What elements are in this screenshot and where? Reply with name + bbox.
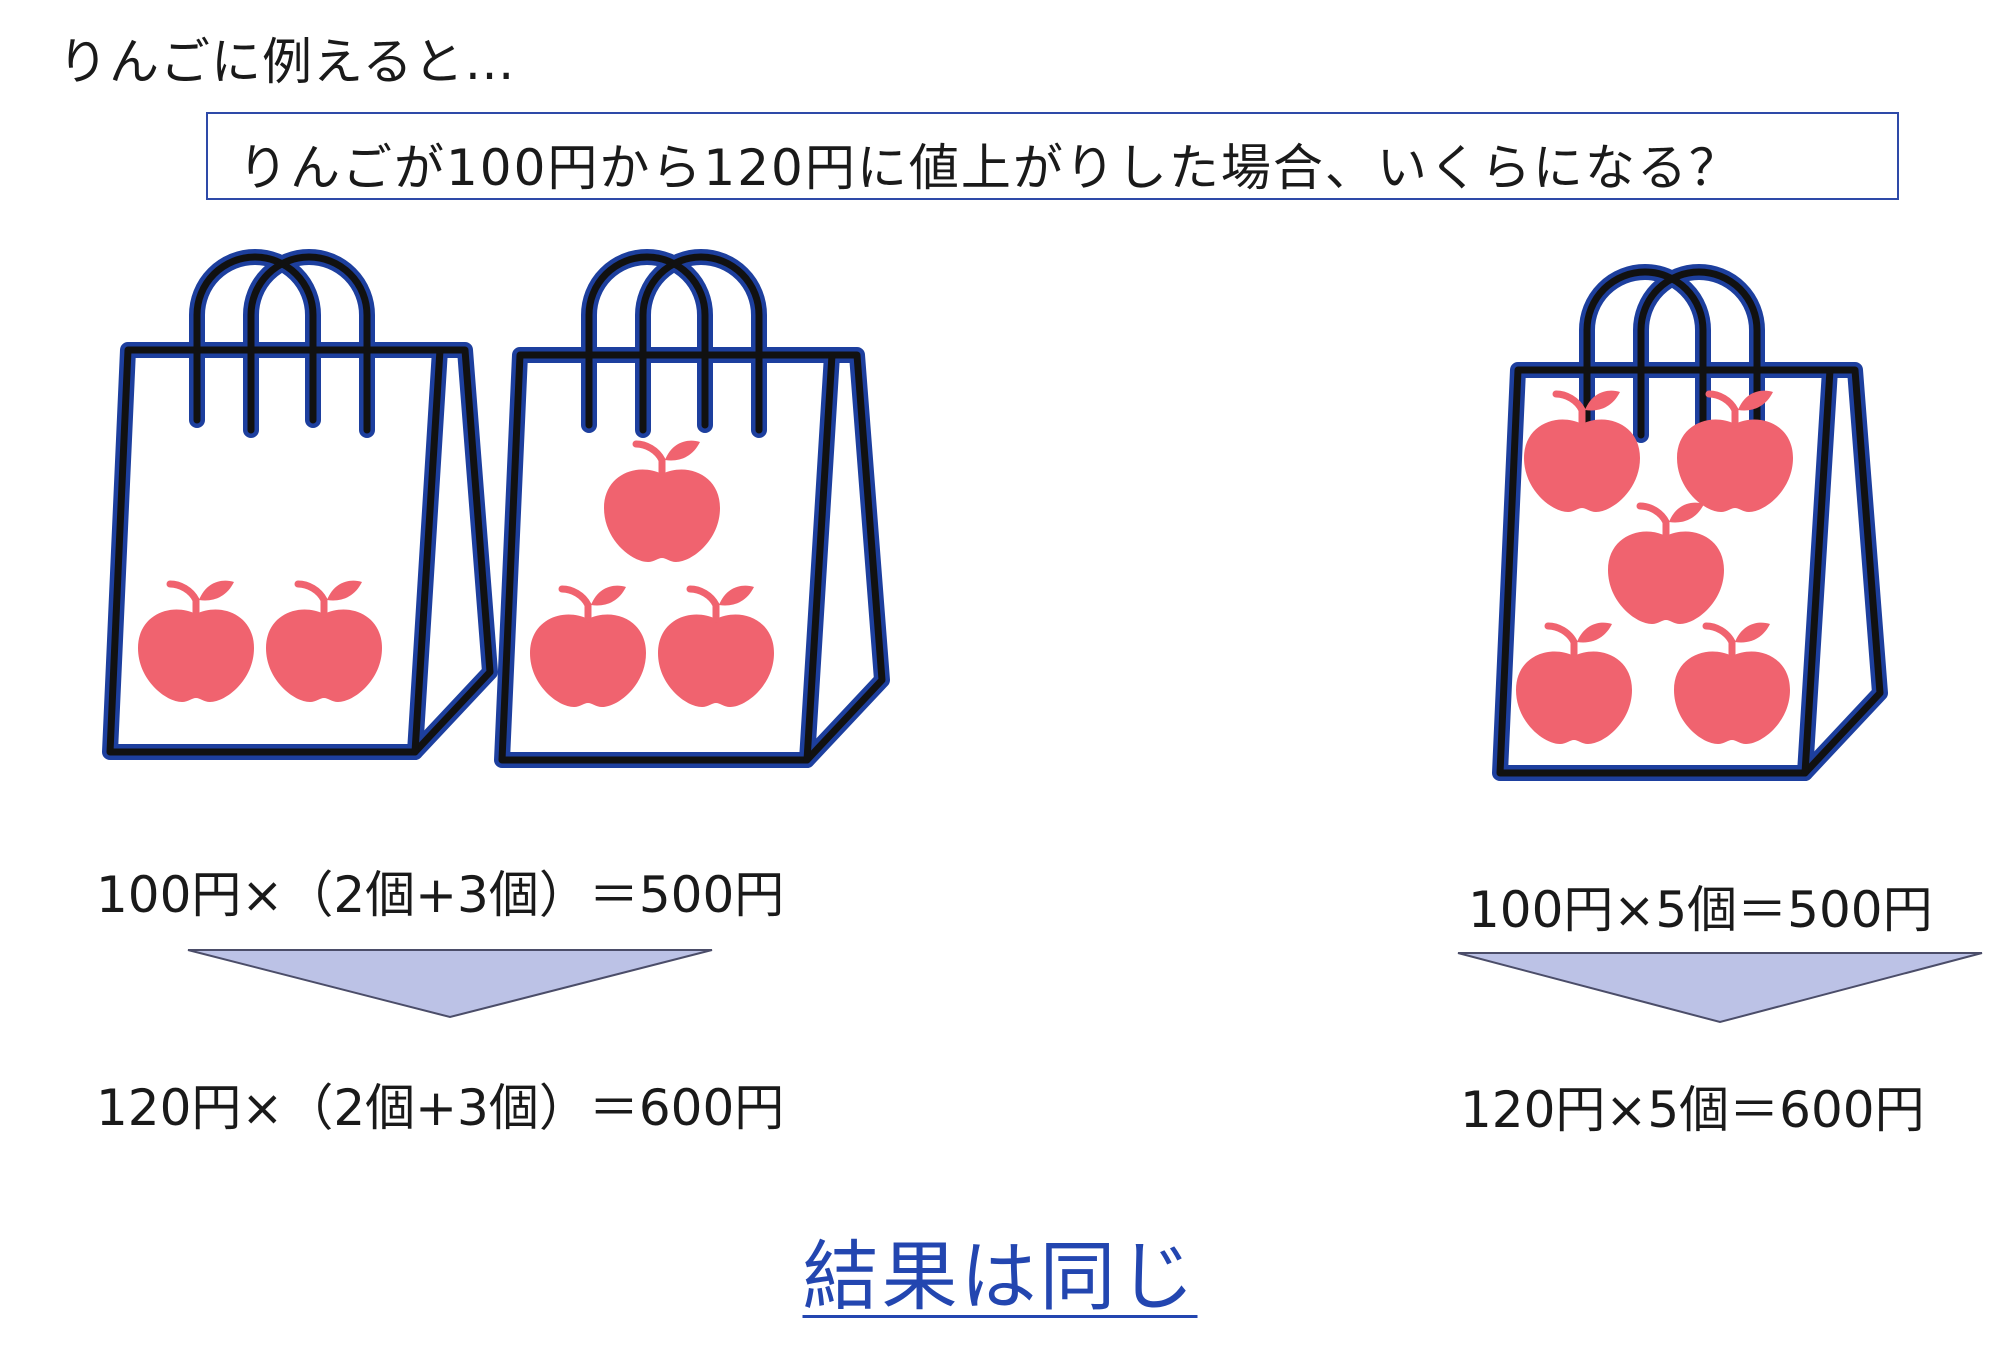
- down-arrow: [1457, 952, 1983, 1024]
- apple-icon: [1524, 391, 1640, 512]
- question-box: りんごが100円から120円に値上がりした場合、いくらになる？: [206, 112, 1899, 200]
- right-equation-after: 120円×5個＝600円: [1460, 1081, 1925, 1139]
- apple-icon: [1677, 391, 1793, 512]
- apple-icon: [530, 586, 646, 707]
- conclusion: 結果は同じ: [0, 1215, 2000, 1325]
- question-text: りんごが100円から120円に値上がりした場合、いくらになる？: [238, 139, 1741, 197]
- apple-icon: [604, 441, 720, 562]
- right-equation-before: 100円×5個＝500円: [1468, 881, 1933, 939]
- shopping-bag-icon: [1492, 264, 1888, 781]
- apple-icon: [1516, 623, 1632, 744]
- conclusion-text: 結果は同じ: [802, 1232, 1198, 1321]
- down-arrow: [187, 949, 713, 1019]
- apple-icon: [658, 586, 774, 707]
- left-equation-before: 100円×（2個+3個）＝500円: [96, 866, 785, 924]
- apple-icon: [138, 581, 254, 702]
- shopping-bag-icon: [494, 249, 890, 768]
- shopping-bag-icon: [102, 249, 498, 760]
- apple-icon: [266, 581, 382, 702]
- left-equation-after: 120円×（2個+3個）＝600円: [96, 1079, 785, 1137]
- apple-icon: [1674, 623, 1790, 744]
- intro-text: りんごに例えると…: [58, 33, 516, 91]
- apple-icon: [1608, 503, 1724, 624]
